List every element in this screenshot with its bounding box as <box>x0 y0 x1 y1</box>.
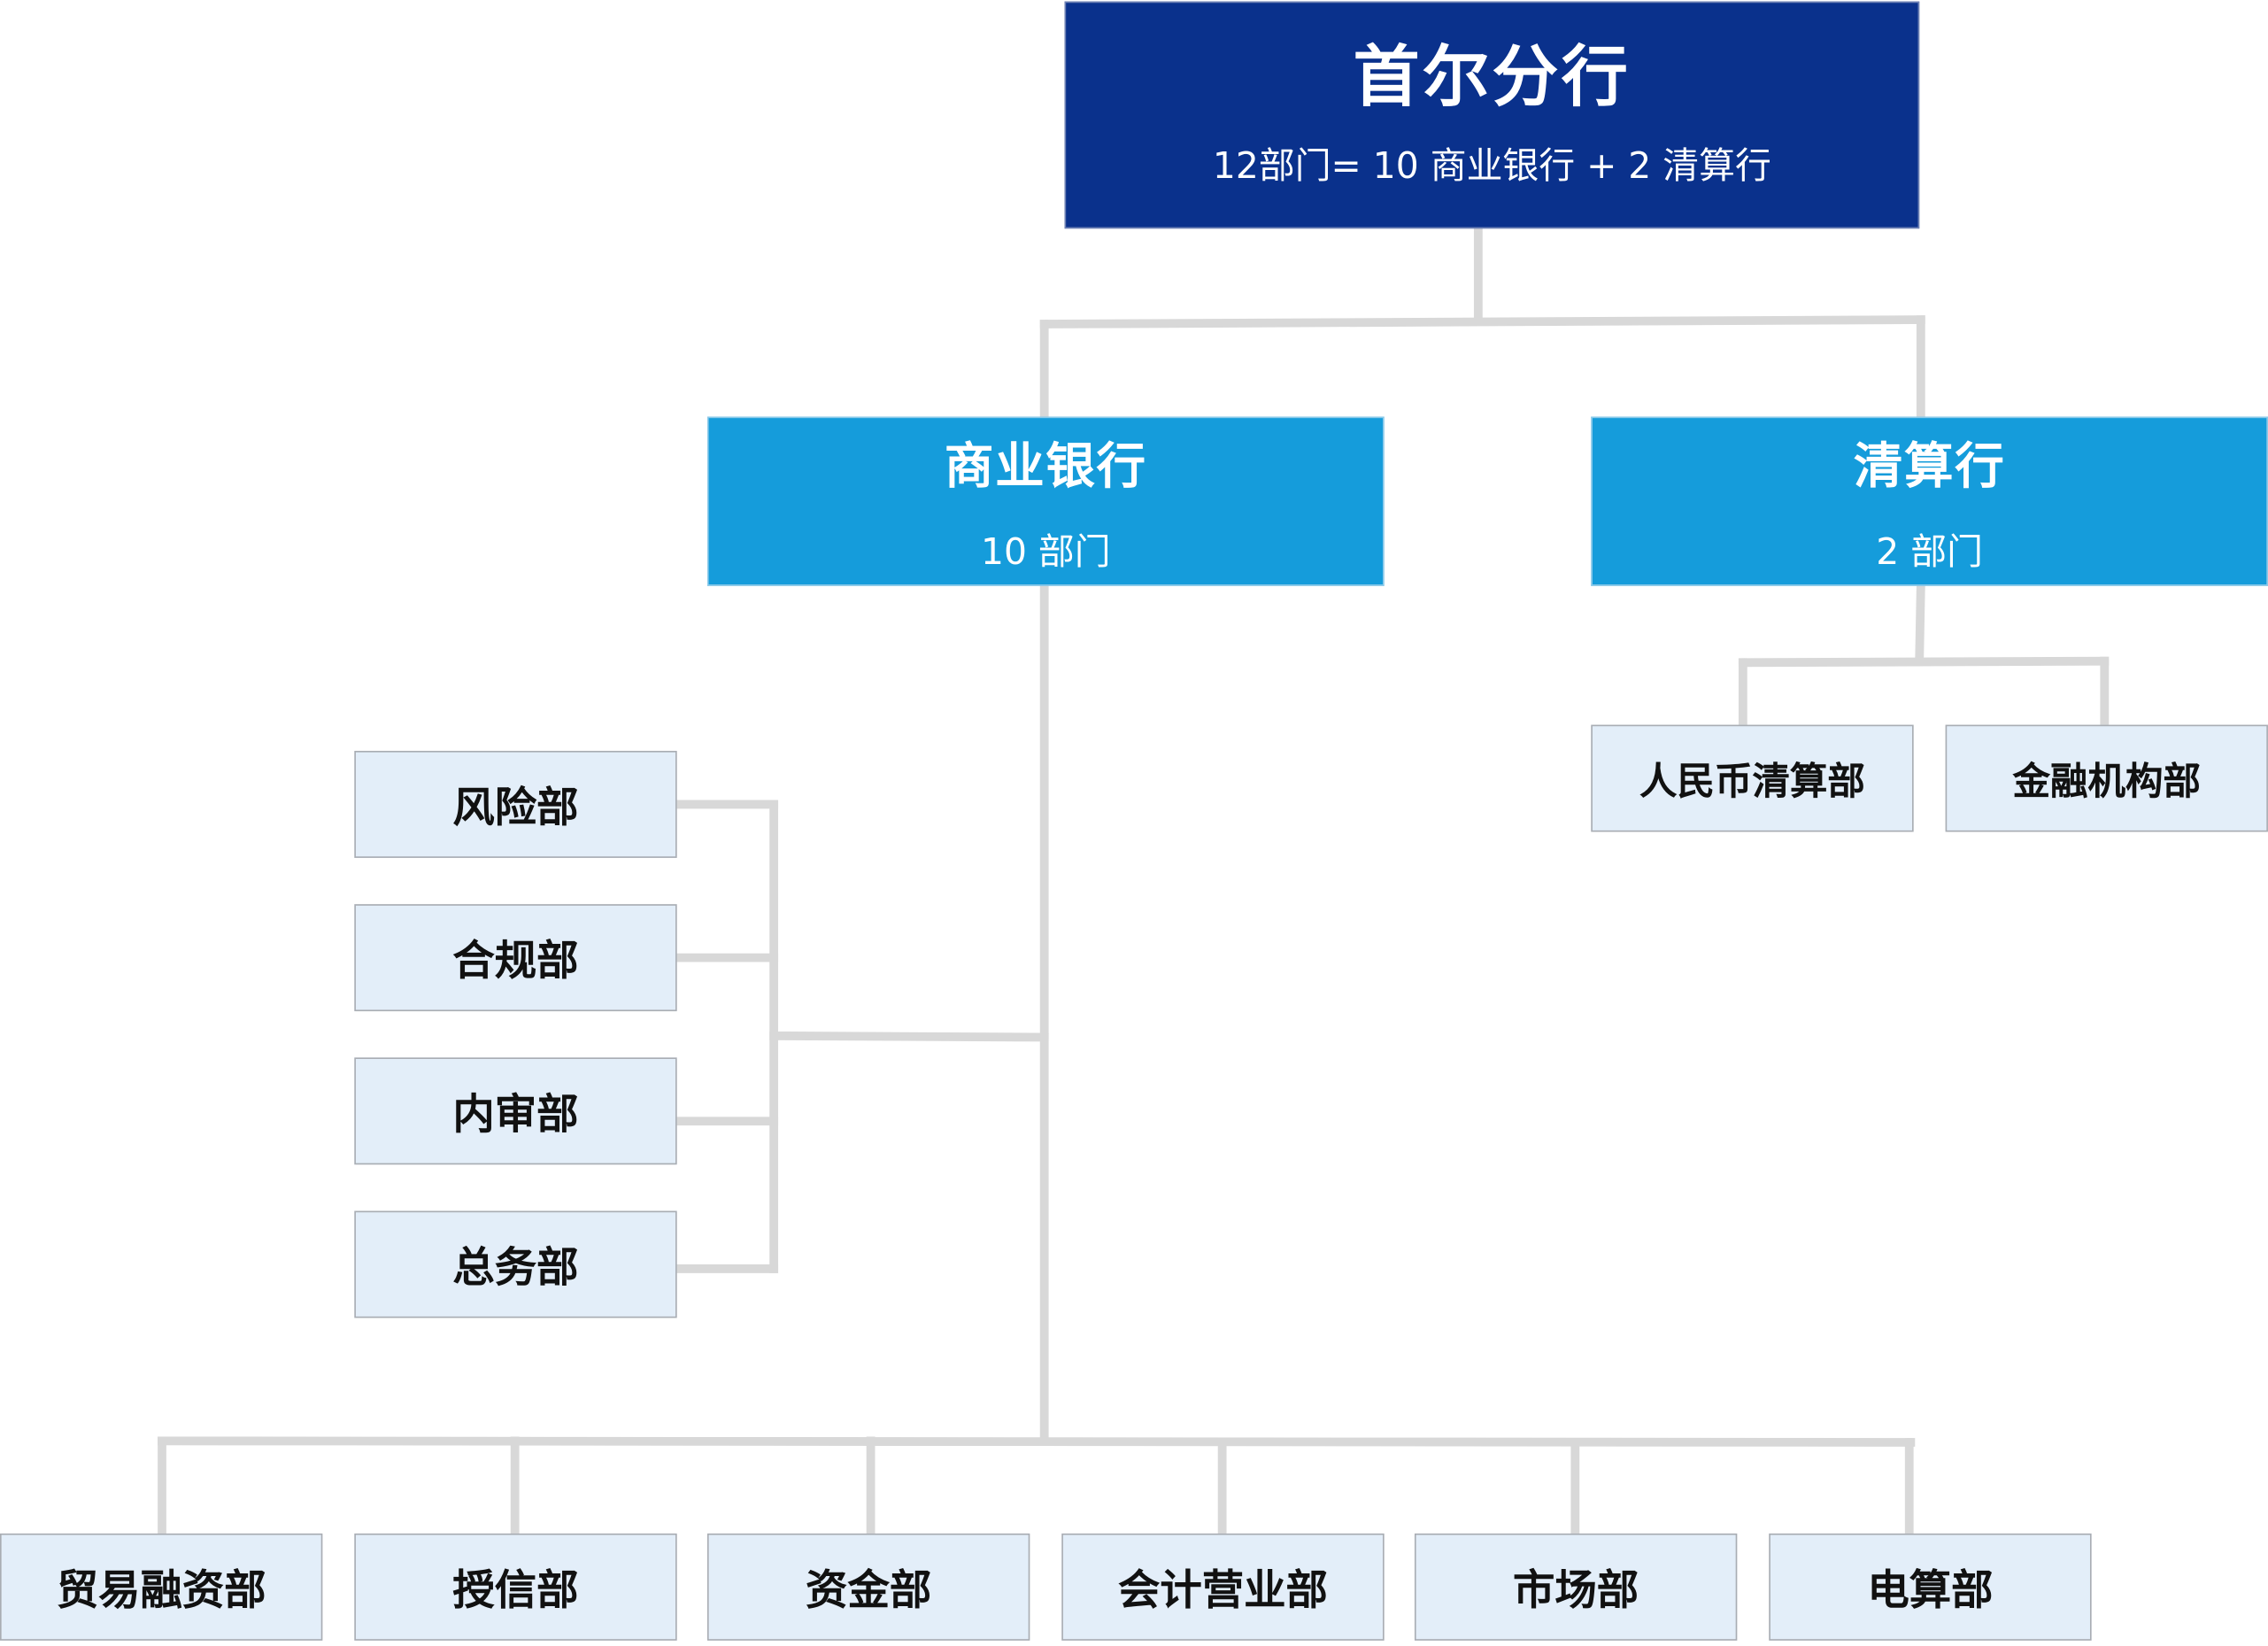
clearing-bank-node: 清算行 2 部门 <box>1591 416 2268 586</box>
dept-general-affairs: 总务部 <box>354 1210 677 1318</box>
root-node: 首尔分行 12部门= 10 商业银行 + 2 清算行 <box>1064 1 1920 229</box>
root-title: 首尔分行 <box>1353 37 1632 117</box>
dept-treasury: 资金部 <box>706 1533 1030 1641</box>
root-subtitle: 12部门= 10 商业银行 + 2 清算行 <box>1212 144 1771 187</box>
dept-credit: 授信部 <box>354 1533 677 1641</box>
dept-trade-finance: 贸易融资部 <box>0 1533 323 1641</box>
dept-accounting-operations: 会计营业部 <box>1061 1533 1385 1641</box>
dept-risk: 风险部 <box>354 750 677 858</box>
dept-compliance: 合规部 <box>354 904 677 1012</box>
clearing-bank-title: 清算行 <box>1853 438 2006 497</box>
commercial-bank-node: 商业银行 10 部门 <box>706 416 1385 586</box>
dept-internal-audit: 内审部 <box>354 1057 677 1165</box>
clearing-bank-subtitle: 2 部门 <box>1876 530 1983 574</box>
dept-it: 电算部 <box>1769 1533 2092 1641</box>
commercial-bank-title: 商业银行 <box>944 438 1147 497</box>
dept-rmb-clearing: 人民币清算部 <box>1591 724 1914 832</box>
commercial-bank-subtitle: 10 部门 <box>980 530 1111 574</box>
dept-financial-institutions: 金融机构部 <box>1945 724 2268 832</box>
dept-markets: 市场部 <box>1414 1533 1738 1641</box>
